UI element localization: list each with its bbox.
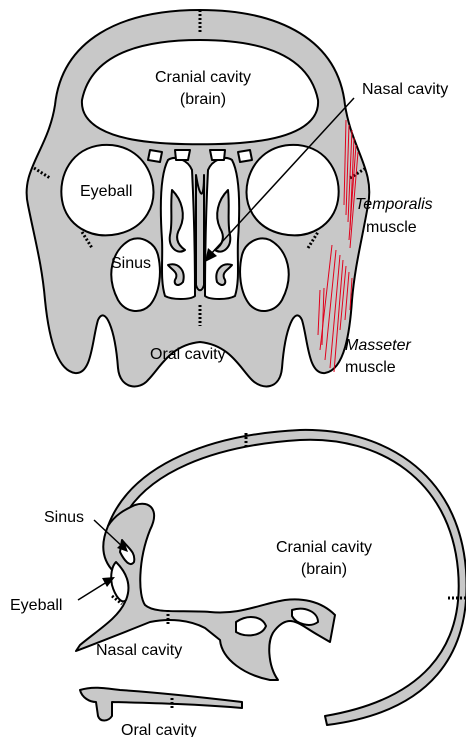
side-sinus-label: Sinus	[44, 509, 84, 526]
front-nasal-cavity-label: Nasal cavity	[362, 81, 448, 98]
side-cranial-cavity-label: Cranial cavity	[276, 539, 372, 556]
side-sphenoid-cell	[236, 617, 266, 635]
side-cranial-vault	[108, 430, 466, 725]
front-cranial-cavity-label: Cranial cavity	[155, 69, 251, 86]
side-lower-jaw	[80, 688, 242, 721]
side-nasal-cavity-label: Nasal cavity	[96, 642, 182, 659]
temporalis-muscle-label: muscle	[366, 219, 417, 236]
front-cranial-cavity-sublabel: (brain)	[180, 91, 226, 108]
front-nasal-septum	[196, 175, 204, 290]
masseter-muscle-label: muscle	[345, 359, 396, 376]
side-cranial-cavity-sublabel: (brain)	[301, 561, 347, 578]
front-sinus-label: Sinus	[111, 255, 151, 272]
side-eyeball-label: Eyeball	[10, 597, 62, 614]
front-oral-cavity-label: Oral cavity	[150, 346, 226, 363]
front-right-orbit	[247, 145, 339, 235]
front-ethmoid-cell-3	[210, 150, 225, 160]
temporalis-label: Temporalis	[355, 196, 433, 213]
front-right-sinus	[240, 238, 289, 311]
front-ethmoid-cell-4	[238, 150, 252, 162]
side-oral-cavity-label: Oral cavity	[121, 722, 197, 737]
masseter-label: Masseter	[345, 337, 411, 354]
front-left-sinus	[111, 238, 160, 311]
side-view-skull	[76, 430, 466, 725]
front-eyeball-label: Eyeball	[80, 183, 132, 200]
front-ethmoid-cell-1	[148, 150, 162, 162]
front-ethmoid-cell-2	[175, 150, 190, 160]
